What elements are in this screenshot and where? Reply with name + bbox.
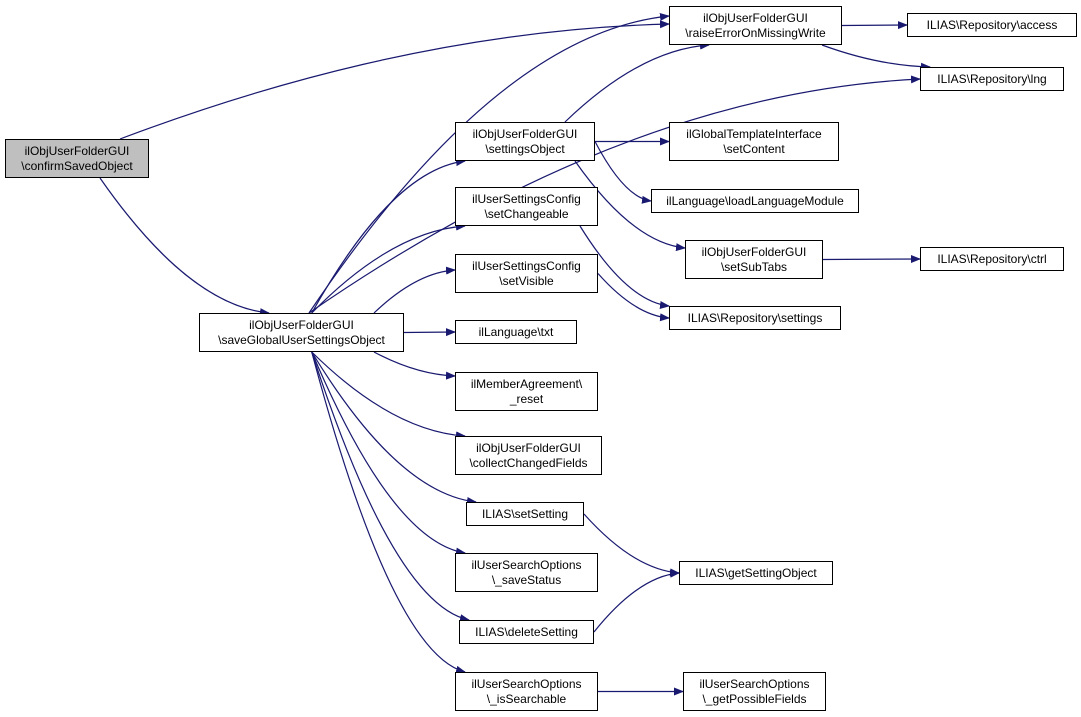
node-label-line: ilLanguage\txt — [478, 324, 554, 339]
edge-save-to-setChangeable — [311, 222, 466, 314]
edge-save-to-reset — [373, 351, 456, 380]
node-is-searchable[interactable]: ilUserSearchOptions\_isSearchable — [455, 672, 598, 711]
edge-save-to-raise — [308, 12, 670, 314]
edge-save-to-saveStatus — [311, 351, 466, 556]
node-label-line: ilUserSearchOptions — [699, 676, 810, 691]
edge-confirm-to-save — [99, 177, 270, 317]
node-language-txt[interactable]: ilLanguage\txt — [455, 320, 577, 344]
node-save-status[interactable]: ilUserSearchOptions\_saveStatus — [455, 553, 598, 592]
node-label-line: ILIAS\deleteSetting — [475, 624, 578, 639]
node-repository-lng[interactable]: ILIAS\Repository\lng — [920, 67, 1064, 91]
node-label-line: ilUserSearchOptions — [471, 676, 582, 691]
node-label-line: ilMemberAgreement\ — [470, 376, 583, 391]
node-collect-changed-fields[interactable]: ilObjUserFolderGUI\collectChangedFields — [455, 436, 602, 475]
node-label-line: \confirmSavedObject — [21, 158, 133, 173]
node-label-line: \setContent — [723, 141, 785, 156]
node-label-line: \collectChangedFields — [469, 455, 588, 470]
node-label-line: ILIAS\Repository\ctrl — [937, 251, 1047, 266]
node-label-line: \_saveStatus — [491, 572, 562, 587]
node-repository-access[interactable]: ILIAS\Repository\access — [907, 13, 1077, 37]
node-settings-object[interactable]: ilObjUserFolderGUI\settingsObject — [455, 122, 595, 161]
node-label-line: ILIAS\Repository\settings — [687, 310, 823, 325]
edge-save-to-settingsObj — [311, 158, 466, 314]
node-label-line: ilObjUserFolderGUI — [701, 244, 807, 259]
node-label-line: \setVisible — [499, 273, 554, 288]
node-label-line: ilObjUserFolderGUI — [249, 317, 354, 332]
edge-setSubTabs-to-ctrl — [822, 255, 921, 264]
edge-save-to-collect — [311, 351, 466, 440]
node-label-line: \setChangeable — [484, 206, 569, 221]
edge-setSetting-to-getSettingObj — [583, 513, 680, 577]
node-set-changeable[interactable]: ilUserSettingsConfig\setChangeable — [455, 187, 598, 226]
node-label-line: _reset — [509, 391, 544, 406]
node-label-line: \setSubTabs — [720, 259, 788, 274]
edge-confirm-to-raise — [119, 20, 670, 140]
node-get-setting-object[interactable]: ILIAS\getSettingObject — [679, 561, 833, 585]
node-label-line: ilObjUserFolderGUI — [24, 143, 130, 158]
node-get-possible-fields[interactable]: ilUserSearchOptions\_getPossibleFields — [683, 672, 826, 711]
node-label-line: \_isSearchable — [486, 691, 567, 706]
node-member-agreement-reset[interactable]: ilMemberAgreement\_reset — [455, 372, 598, 411]
node-label-line: \saveGlobalUserSettingsObject — [218, 332, 385, 347]
node-set-setting[interactable]: ILIAS\setSetting — [466, 502, 584, 526]
node-delete-setting[interactable]: ILIAS\deleteSetting — [459, 620, 594, 644]
edge-settingsObj-to-raise — [564, 41, 710, 123]
node-label-line: ilGlobalTemplateInterface — [686, 126, 822, 141]
node-label-line: ILIAS\getSettingObject — [695, 565, 817, 580]
edge-settingsObj-to-setSubTabs — [574, 160, 686, 252]
node-repository-ctrl[interactable]: ILIAS\Repository\ctrl — [920, 247, 1064, 271]
edge-raise-to-lng — [821, 44, 931, 71]
edge-settingsObj-to-loadLang — [594, 141, 652, 204]
node-label-line: \_getPossibleFields — [702, 691, 807, 706]
node-label-line: ilUserSettingsConfig — [472, 258, 581, 273]
node-label-line: ilUserSearchOptions — [471, 557, 582, 572]
node-set-visible[interactable]: ilUserSettingsConfig\setVisible — [455, 254, 598, 293]
edge-save-to-isSearchable — [311, 351, 466, 674]
edge-save-to-deleteSetting — [311, 351, 470, 623]
node-label-line: ILIAS\setSetting — [481, 506, 569, 521]
node-set-sub-tabs[interactable]: ilObjUserFolderGUI\setSubTabs — [685, 240, 823, 279]
edge-setVisible-to-repoSettings — [597, 273, 670, 322]
edge-save-to-txt — [403, 328, 456, 337]
node-label-line: ILIAS\Repository\access — [926, 17, 1058, 32]
node-repository-settings[interactable]: ILIAS\Repository\settings — [669, 306, 841, 330]
node-label-line: ILIAS\Repository\lng — [937, 71, 1047, 86]
node-load-language-module[interactable]: ilLanguage\loadLanguageModule — [651, 189, 859, 213]
edge-save-to-setVisible — [373, 266, 456, 314]
node-label-line: ilObjUserFolderGUI — [472, 126, 578, 141]
node-label-line: ilLanguage\loadLanguageModule — [666, 193, 844, 208]
node-label-line: \settingsObject — [485, 141, 565, 156]
edge-raise-to-access — [841, 21, 908, 30]
node-label-line: \raiseErrorOnMissingWrite — [685, 25, 826, 40]
node-save-global-user-settings-object[interactable]: ilObjUserFolderGUI\saveGlobalUserSetting… — [199, 313, 404, 352]
edge-deleteSetting-to-getSettingObj — [593, 569, 680, 633]
node-confirm-saved-object: ilObjUserFolderGUI\confirmSavedObject — [5, 139, 149, 178]
edge-setChangeable-to-repoSettings — [579, 225, 670, 309]
node-label-line: ilObjUserFolderGUI — [703, 10, 808, 25]
edge-save-to-setSetting — [311, 351, 477, 505]
node-raise-error-on-missing-write[interactable]: ilObjUserFolderGUI\raiseErrorOnMissingWr… — [669, 6, 842, 45]
node-set-content[interactable]: ilGlobalTemplateInterface\setContent — [669, 122, 839, 161]
node-label-line: ilObjUserFolderGUI — [476, 440, 581, 455]
node-label-line: ilUserSettingsConfig — [472, 191, 581, 206]
